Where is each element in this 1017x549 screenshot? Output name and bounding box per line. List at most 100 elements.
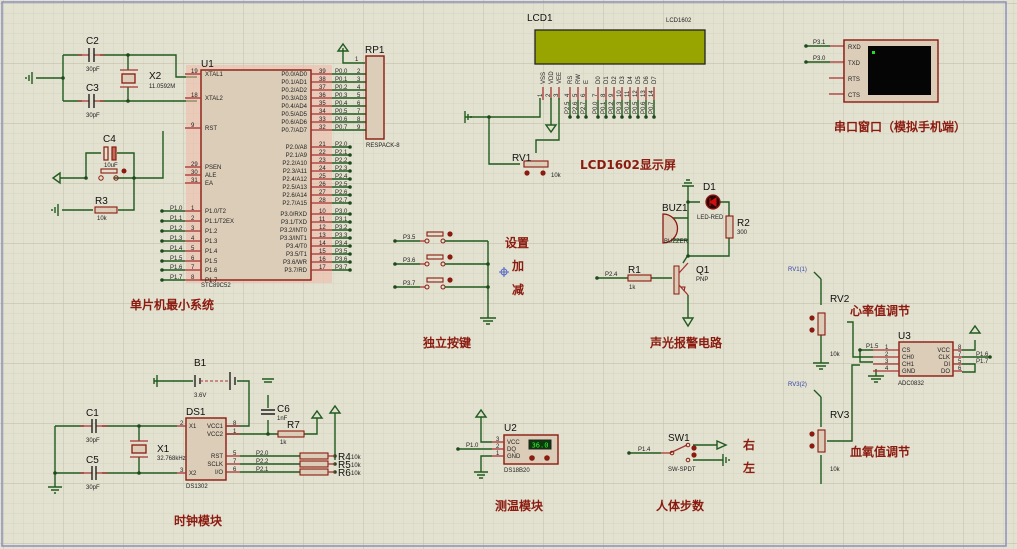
junction-dot (628, 115, 632, 119)
respack-rp1[interactable] (365, 55, 385, 140)
c3-ref: C3 (86, 83, 99, 94)
c5-value: 30pF (86, 485, 100, 491)
resistor-r3[interactable] (94, 206, 118, 214)
resistor-r7[interactable] (277, 430, 305, 438)
adc-chip-u3[interactable] (898, 341, 954, 377)
temp-increment-button[interactable] (544, 455, 550, 461)
resistor-body (299, 452, 329, 460)
rv3-ref: RV3 (830, 410, 850, 421)
net-label: P2.4 (335, 174, 348, 180)
resistor-r1[interactable] (627, 274, 652, 282)
lcd-pin-number: 7 (593, 93, 599, 97)
mcu-pin-name: XTAL2 (205, 96, 224, 102)
mcu-pin-name: EA (205, 181, 213, 187)
mcu-pin-name: P1.3 (205, 239, 218, 245)
lcd-pin-number: 3 (554, 93, 560, 97)
mcu-pin-number: 14 (319, 241, 326, 247)
mcu-pin-name: P0.0/AD0 (281, 72, 307, 78)
buz1-part: BUZZER (664, 239, 689, 245)
capacitor-c5[interactable] (80, 466, 108, 480)
buz1-ref: BUZ1 (662, 203, 688, 214)
junction-dot (348, 161, 352, 165)
key-button[interactable]: P3.7 (393, 277, 488, 290)
crystal-x2[interactable] (120, 69, 138, 88)
rp1-ref: RP1 (365, 45, 385, 56)
resistor-r2[interactable] (725, 215, 734, 239)
r1-net: P2.4 (605, 272, 618, 278)
rtc-pin-number: 6 (233, 467, 237, 473)
net-label: P0.0 (335, 69, 348, 75)
key-label-set: 设置 (505, 235, 529, 250)
junction-dot (988, 355, 992, 359)
mcu-pin-name: P0.7/AD7 (281, 128, 307, 134)
capacitor-c2[interactable] (78, 48, 104, 62)
key-actuator (447, 277, 453, 283)
key-button[interactable]: P3.5 (393, 231, 488, 244)
mcu-pin-name: P3.4/T0 (286, 244, 308, 250)
temp-decrement-button[interactable] (529, 455, 535, 461)
section-title-mcu: 单片机最小系统 (130, 297, 214, 312)
r1-value: 1k (629, 285, 636, 291)
key-button[interactable]: P3.6 (393, 254, 488, 267)
q1-part: PNP (696, 277, 708, 283)
mcu-pin-number: 21 (319, 142, 326, 148)
capacitor-c6[interactable] (261, 409, 275, 415)
reset-button[interactable] (98, 168, 127, 181)
ground-symbol (722, 454, 730, 466)
crystal-x1[interactable] (130, 440, 148, 458)
led-d1[interactable] (705, 194, 721, 210)
adc-pin-name: DO (941, 369, 950, 375)
potentiometer-rv1[interactable] (523, 160, 549, 176)
junction-dot (348, 220, 352, 224)
terminal-cursor (872, 51, 875, 54)
potentiometer-rv2[interactable] (809, 312, 826, 336)
adc-pin-number: 1 (885, 345, 889, 351)
mcu-pin-name: P2.5/A13 (282, 185, 307, 191)
mcu-pin-name: RST (205, 126, 217, 132)
mcu-chip-u1[interactable] (200, 69, 312, 281)
c3-value: 30pF (86, 113, 100, 119)
temp-pin-number: 3 (496, 437, 500, 443)
key-label-minus: 减 (512, 282, 524, 297)
capacitor-c4[interactable] (103, 146, 117, 161)
mcu-pin-number: 25 (319, 174, 326, 180)
terminal-screen[interactable] (868, 46, 931, 95)
mcu-pin-number: 8 (191, 275, 195, 281)
adc-pin-name: CH1 (902, 362, 915, 368)
r7-ref: R7 (287, 420, 300, 431)
ground-arrow-icon (544, 124, 558, 134)
junction-dot (348, 201, 352, 205)
potentiometer-rv3[interactable] (809, 429, 826, 453)
net-label: P3.2 (335, 225, 348, 231)
mcu-pin-number: 39 (319, 69, 326, 75)
net-label: P1.7 (976, 359, 989, 365)
lcd-pin-number: 9 (609, 93, 615, 97)
mcu-pin-number: 7 (191, 265, 195, 271)
lcd-power-wires (465, 98, 560, 165)
rtc-chip-ds1[interactable] (185, 417, 227, 481)
pullup-value: 10k (351, 471, 362, 477)
rtc-pin-name: RST (211, 454, 223, 460)
adc-pin-number: 8 (958, 345, 962, 351)
switch-sw1[interactable] (661, 442, 697, 463)
transistor-q1[interactable] (673, 262, 689, 296)
net-label: P1.6 (976, 352, 989, 358)
mcu-section: C2 30pF C3 30pF X2 11.0592M C4 10uF R3 1… (25, 36, 400, 312)
lcd-net-label: P0.5 (633, 101, 639, 114)
battery-b1[interactable] (194, 372, 236, 390)
x2-value: 11.0592M (149, 84, 175, 90)
switch-label-right: 右 (742, 437, 755, 452)
capacitor-c3[interactable] (78, 94, 104, 108)
section-title-steps: 人体步数 (656, 498, 705, 513)
buzzer-buz1[interactable] (662, 213, 679, 244)
respack-pin-number: 4 (357, 85, 361, 91)
net-label: P1.3 (170, 236, 183, 242)
lcd-screen[interactable] (534, 29, 706, 65)
capacitor-c1[interactable] (80, 419, 108, 433)
junction-dot (348, 228, 352, 232)
lcd-ref: LCD1 (527, 13, 553, 24)
